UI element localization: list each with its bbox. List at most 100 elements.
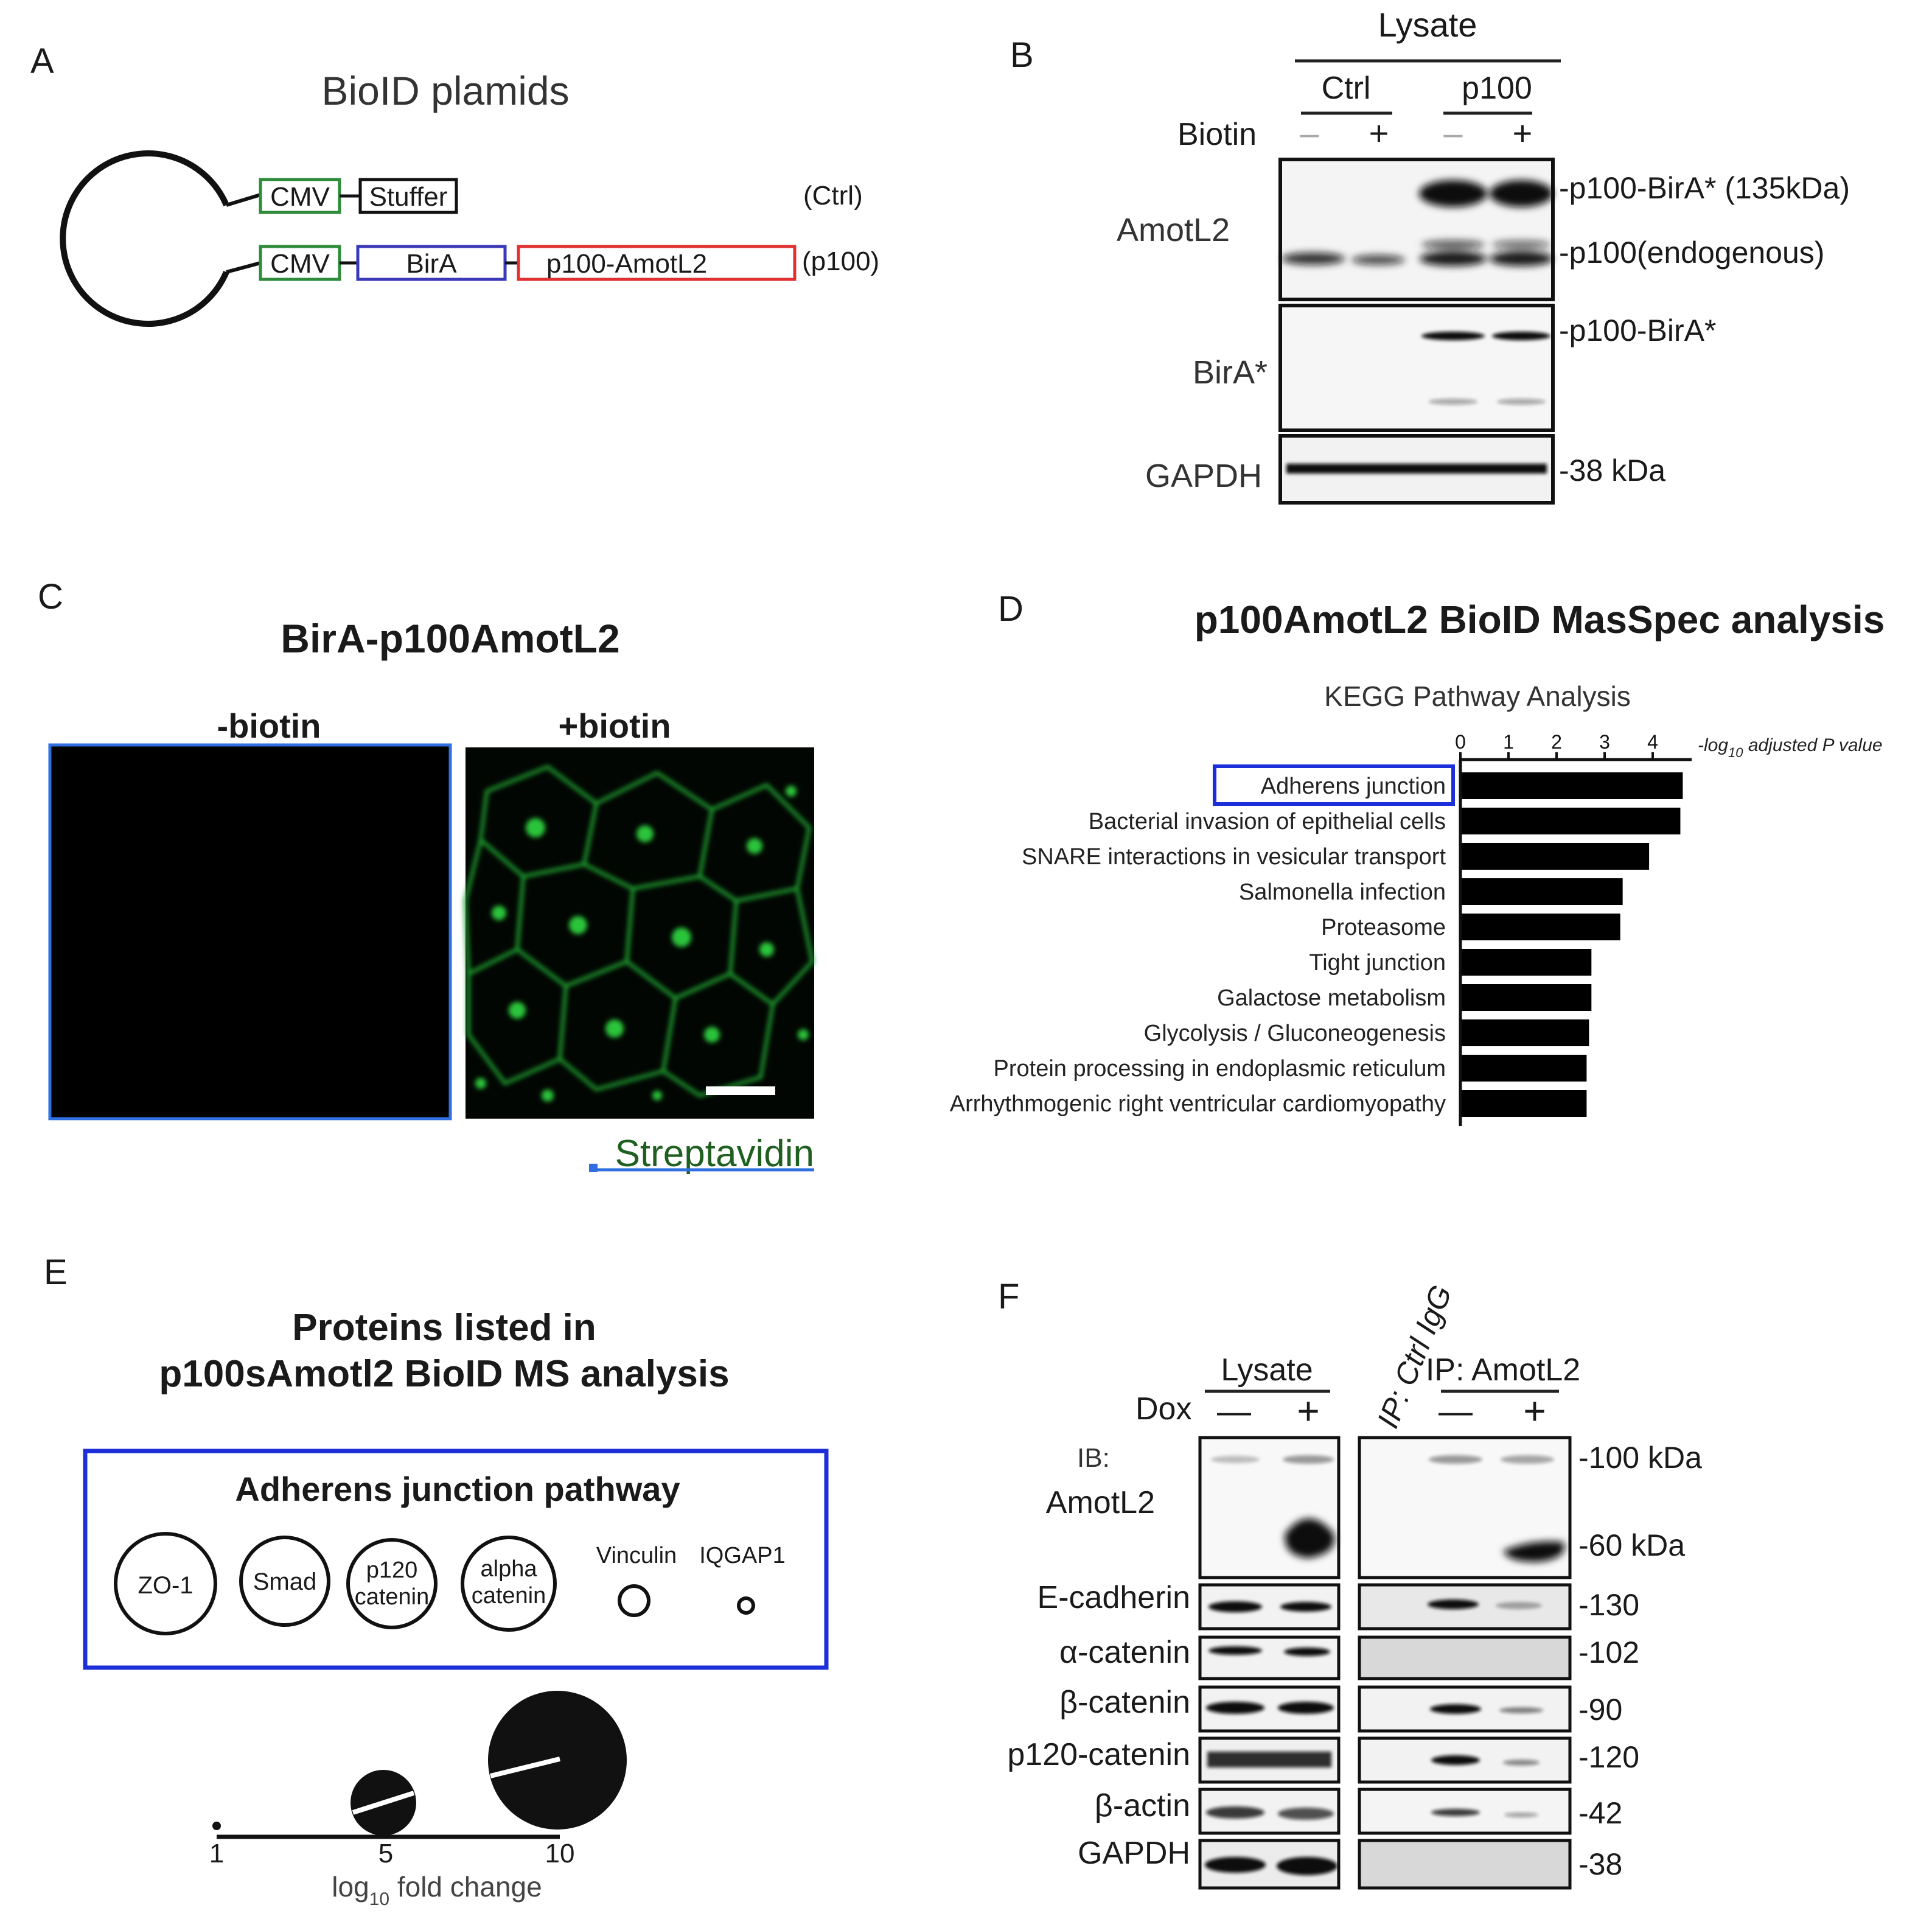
f-band-p120-lysate [1207,1752,1331,1767]
f-band-gapdh-lane1 [1205,1857,1266,1873]
panel-c: BirA-p100AmotL2 -biotin +biotin Streptav… [48,616,815,1175]
b-group-p100: p100 [1462,71,1532,106]
b-band-endog-lane4 [1490,251,1553,266]
f-gapdh-ip-blot [1358,1839,1572,1890]
c-punctum [569,916,587,934]
stuffer-label: Stuffer [369,182,448,212]
e-title-line1: Proteins listed in [292,1307,596,1349]
d-x-axis-label: -log10 adjusted P value [1698,735,1883,760]
b-band-gapdh [1286,464,1547,474]
f-band-amotl2-100-ip-lane4 [1501,1455,1554,1464]
c-punctum [652,1091,662,1100]
f-band-bcat-ip-lane4 [1499,1707,1543,1713]
panel-f: Lysate IP: Ctrl IgG IP: AmotL2 Dox — + —… [1007,1281,1702,1890]
f-band-bactin-lane2 [1278,1808,1334,1820]
e-pathway-box [83,1449,829,1670]
f-acat-ip-blot [1358,1635,1572,1680]
b-band-bira-low-lane3 [1429,399,1477,405]
f-bactin-row [1198,1788,1572,1835]
e-scale-tick-5: 5 [378,1839,393,1868]
d-bar [1462,984,1592,1011]
f-band-amotl2-100-ip-lane3 [1429,1455,1482,1464]
d-category-label: Glycolysis / Gluconeogenesis [1144,1021,1446,1046]
e-scale-tick-10: 10 [545,1839,575,1868]
f-band-bcat-lane1 [1206,1702,1264,1714]
e-label-alpha-line1: alpha [481,1556,538,1582]
e-scale-label: log10 fold change [332,1871,542,1909]
d-chart-title: KEGG Pathway Analysis [1324,680,1631,712]
f-ecad-row [1198,1583,1572,1631]
e-label-vinculin: Vinculin [596,1543,677,1568]
c-scale-bar [706,1086,775,1095]
b-bira-blot [1278,304,1555,432]
d-bar [1462,808,1681,834]
c-punctum [786,786,797,797]
d-bar [1462,772,1683,799]
plasmid-connector-top [226,193,261,207]
e-scale-radius-5 [352,1791,415,1815]
f-ib-label: IB: [1077,1443,1110,1473]
f-band-amotl2-60-ip [1503,1541,1565,1562]
f-band-amotl2-60-lysate [1285,1519,1335,1558]
d-bar [1462,878,1623,905]
c-plus-biotin-label: +biotin [558,707,671,745]
c-plus-biotin-image [463,747,815,1119]
f-marker-102: -102 [1578,1635,1639,1669]
f-row-label-amotl2: AmotL2 [1046,1485,1155,1520]
f-band-ecad-lane1 [1208,1601,1262,1612]
f-band-ecad-lane2 [1280,1602,1331,1612]
c-cell-outline [661,971,775,1098]
f-row-label-ecad: E-cadherin [1037,1580,1190,1615]
d-title: p100AmotL2 BioID MasSpec analysis [1194,598,1885,641]
c-punctum [704,1027,720,1043]
b-band-endog-upper-lane4 [1492,240,1550,249]
c-punctum [605,1019,624,1038]
f-ip-header: IP: AmotL2 [1426,1352,1580,1388]
b-amotl2-bands [1282,180,1553,266]
b-amotl2-label: AmotL2 [1117,212,1230,248]
d-x-tick-label: 3 [1599,731,1610,753]
plasmid-backbone [60,150,229,327]
f-row-label-bcat: β-catenin [1059,1685,1190,1720]
d-x-tick-label: 4 [1647,731,1658,753]
d-bar [1462,1090,1587,1117]
c-minus-biotin-image [48,743,452,1120]
d-category-label: Galactose metabolism [1217,985,1446,1011]
c-title: BirA-p100AmotL2 [281,616,619,661]
d-highlight-box [1213,764,1455,806]
b-band-p100bira-lane3 [1419,180,1487,207]
d-bar [1462,1055,1587,1082]
e-bubble-vinculin [618,1584,650,1617]
f-marker-120: -120 [1578,1740,1639,1774]
d-category-label: Arrhythmogenic right ventricular cardiom… [950,1091,1446,1117]
f-band-bactin-ip-lane3 [1431,1809,1480,1816]
f-row-label-bactin: β-actin [1095,1788,1190,1823]
ctrl-construct-label: (Ctrl) [803,181,863,211]
b-band-endog-lane3 [1420,251,1487,266]
c-punctum [672,928,691,947]
f-sign-4: + [1523,1389,1546,1433]
d-category-label: Adherens junction [1261,774,1446,799]
e-bubble-p120 [346,1538,438,1629]
c-punctum [747,838,762,854]
amotl2-label: p100-AmotL2 [546,249,707,279]
f-row-label-gapdh: GAPDH [1078,1836,1190,1871]
f-amotl2-bands [1211,1455,1565,1562]
panel-label-a: A [30,41,54,81]
f-band-amotl2-100-lane1 [1211,1456,1260,1463]
b-lane4-sign: + [1513,114,1533,152]
b-lysate-header: Lysate [1378,5,1477,44]
b-band-endog-lane2 [1351,255,1405,265]
f-bcat-row [1198,1685,1572,1733]
d-category-label: Salmonella infection [1239,879,1446,905]
f-row-label-acat: α-catenin [1059,1635,1190,1670]
c-punctum [542,1089,554,1102]
e-label-iqgap1: IQGAP1 [699,1543,786,1568]
f-band-p120-ip-lane4 [1503,1760,1540,1766]
d-category-label: SNARE interactions in vesicular transpor… [1022,844,1446,870]
b-bira-bands [1421,332,1550,405]
e-scale-radius-10 [490,1756,560,1778]
f-marker-90: -90 [1578,1693,1622,1727]
panel-b: Lysate Ctrl p100 Biotin – + – + [1117,5,1850,505]
